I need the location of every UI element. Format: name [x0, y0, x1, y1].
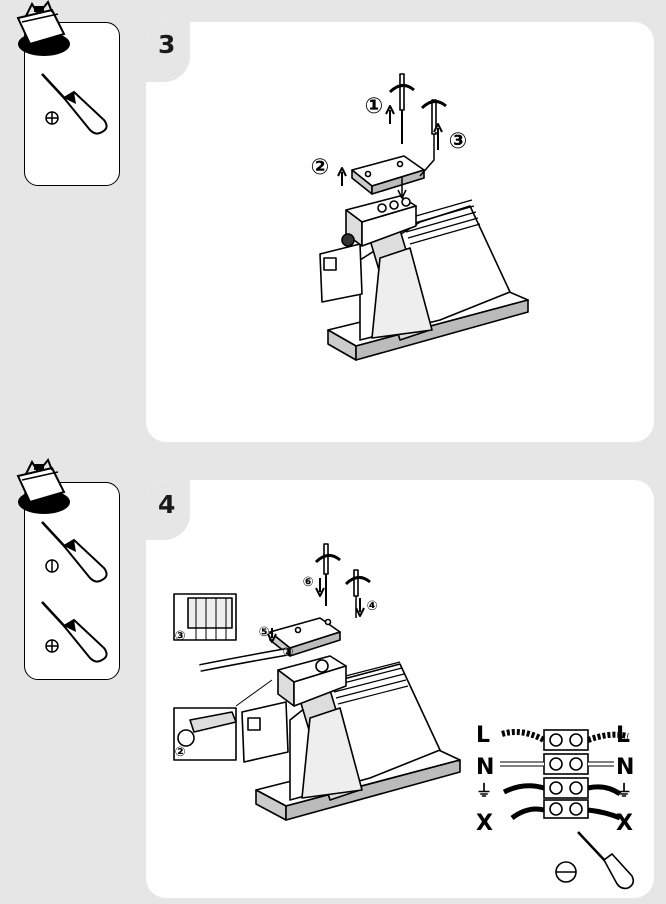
flathead-screwdriver-icon [41, 521, 108, 583]
toolbox-icon [16, 458, 70, 514]
card-notch [146, 22, 190, 82]
step-number: 4 [158, 490, 176, 519]
card-notch [146, 480, 190, 540]
step-card-4 [146, 480, 654, 898]
step-card-3 [146, 22, 654, 442]
toolbox-icon [16, 0, 70, 56]
step-number: 3 [158, 30, 176, 59]
phillips-screwdriver-icon [41, 73, 108, 135]
phillips-screwdriver-icon [41, 601, 108, 663]
